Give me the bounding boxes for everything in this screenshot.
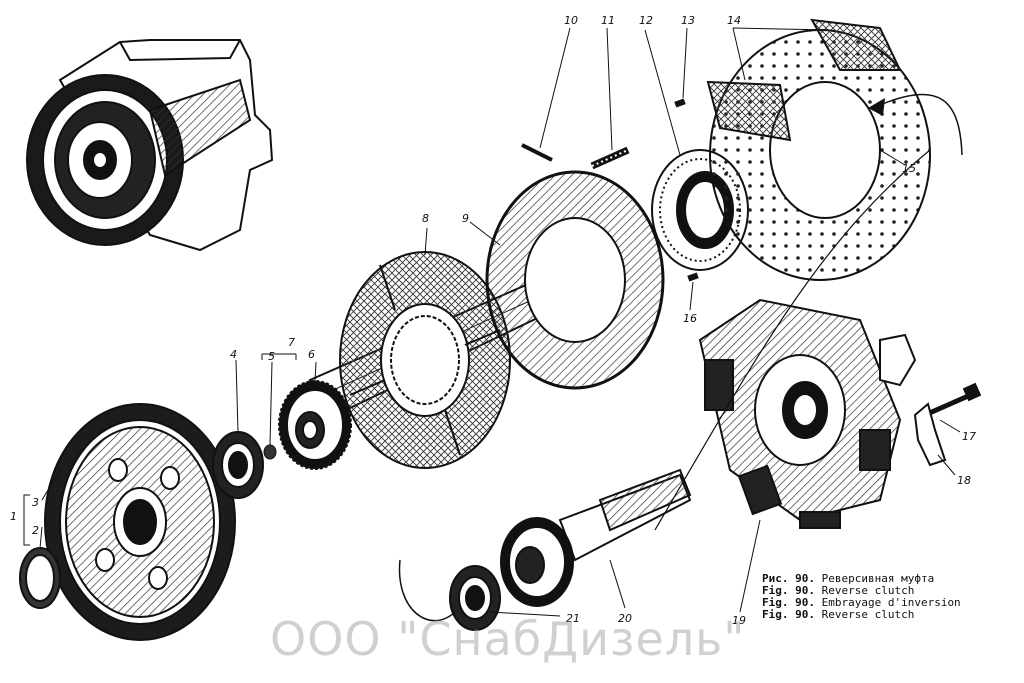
nut (263, 444, 277, 460)
clutch-body (698, 298, 917, 529)
callout-8: 8 (422, 212, 429, 225)
caption-line-en: Fig. 90. Reverse clutch (762, 585, 914, 597)
caption-text-en: Reverse clutch (821, 584, 915, 597)
perforated-disc (709, 29, 931, 281)
pin (521, 143, 553, 162)
callout-21: 21 (566, 612, 580, 625)
pressure-plate (485, 170, 665, 390)
bolt-11 (590, 146, 630, 170)
output-shaft (500, 468, 692, 607)
screw-16 (687, 272, 699, 282)
callout-13: 13 (681, 14, 695, 27)
callout-15: 15 (902, 162, 916, 175)
leader-lines (23, 27, 961, 617)
callout-1: 1 (10, 510, 17, 523)
callout-11: 11 (601, 14, 615, 27)
lining-segment-right (810, 18, 902, 71)
gearbox-housing (26, 39, 274, 252)
caption-text-ru: Реверсивная муфта (821, 572, 935, 585)
caption-line-en2: Fig. 90. Reverse clutch (762, 609, 914, 621)
callout-4: 4 (230, 348, 237, 361)
callout-20: 20 (618, 612, 632, 625)
callout-9: 9 (462, 212, 469, 225)
caption-fig-ru: Рис. 90. (762, 572, 815, 585)
bearing-cover (44, 403, 236, 641)
callout-18: 18 (957, 474, 971, 487)
assembly-curve-right (654, 149, 931, 531)
caption-fig-en2: Fig. 90. (762, 608, 815, 621)
screw-13 (674, 98, 686, 108)
callout-10: 10 (564, 14, 578, 27)
callout-7: 7 (288, 336, 295, 349)
assembly-arrow (879, 93, 963, 156)
assembly-curve-lower (398, 559, 456, 622)
callout-19: 19 (732, 614, 746, 627)
caption-fig-fr: Fig. 90. (762, 596, 815, 609)
caption-fig-en: Fig. 90. (762, 584, 815, 597)
caption-text-en2: Reverse clutch (821, 608, 915, 621)
ball-bearing-lower (449, 565, 501, 631)
caption-line-fr: Fig. 90. Embrayage d'inversion (762, 597, 961, 609)
lock-washer (913, 402, 947, 467)
caption-text-fr: Embrayage d'inversion (821, 596, 961, 609)
callout-12: 12 (639, 14, 653, 27)
callout-16: 16 (683, 312, 697, 325)
callout-2: 2 (32, 524, 39, 537)
callout-6: 6 (308, 348, 315, 361)
callout-numbers: 1 2 3 4 5 6 7 8 9 10 11 12 13 14 15 16 1… (10, 14, 976, 627)
callout-17: 17 (962, 430, 976, 443)
arrow-head (868, 98, 885, 116)
lining-segment-left (706, 80, 792, 142)
friction-disc (339, 251, 511, 469)
callout-14: 14 (727, 14, 741, 27)
callout-3: 3 (32, 496, 39, 509)
cover-gasket (19, 547, 61, 609)
ball-bearing-upper (212, 431, 264, 499)
callout-5: 5 (268, 350, 275, 363)
bolt-17 (923, 382, 982, 418)
watermark: ООО "СнабДизель" (270, 612, 746, 666)
caption-line-ru: Рис. 90. Реверсивная муфта (762, 573, 934, 585)
